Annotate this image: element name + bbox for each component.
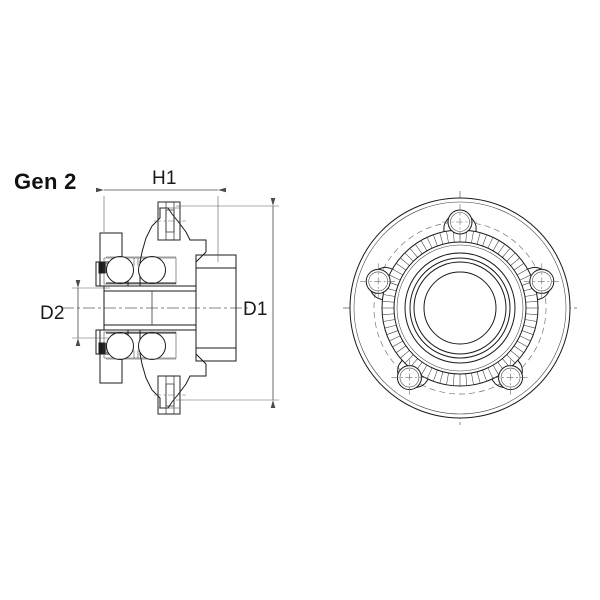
abs-tooth xyxy=(513,263,525,271)
abs-tooth xyxy=(392,340,403,348)
generation-label: Gen 2 xyxy=(14,169,77,194)
ball-bearing xyxy=(139,257,166,284)
dimension-d2: D2 xyxy=(40,280,110,346)
pilot-wall-lower xyxy=(196,308,236,361)
abs-tooth xyxy=(524,319,537,322)
abs-tooth xyxy=(492,365,500,376)
inner-ring-lower xyxy=(104,308,196,330)
pilot-bore-circle xyxy=(424,272,496,344)
inner-ring-upper xyxy=(104,286,196,308)
ball-bearing xyxy=(139,333,166,360)
abs-tooth xyxy=(383,294,396,297)
abs-tooth xyxy=(404,354,414,364)
pilot-ring-mid xyxy=(410,258,510,358)
abs-tooth xyxy=(482,369,487,382)
abs-tooth xyxy=(384,324,397,329)
abs-tooth xyxy=(383,319,396,322)
abs-tooth xyxy=(389,274,401,281)
dimension-d1: D1 xyxy=(176,198,279,408)
abs-tooth xyxy=(497,243,505,255)
abs-tooth xyxy=(404,252,414,262)
dimension-h1: H1 xyxy=(96,168,226,262)
abs-tooth xyxy=(513,345,525,353)
abs-tooth xyxy=(415,243,423,255)
cross-section-view xyxy=(62,202,250,414)
bolt-hole-chamfer xyxy=(500,367,521,388)
abs-tooth xyxy=(426,237,433,249)
abs-tooth xyxy=(452,373,455,386)
abs-tooth xyxy=(400,257,410,266)
hub-pilot-rings xyxy=(405,253,515,363)
bolt-hole-chamfer xyxy=(368,271,388,292)
abs-tooth xyxy=(502,248,511,258)
abs-tooth xyxy=(395,345,407,353)
front-elevation-view xyxy=(343,191,577,425)
abs-tooth xyxy=(519,274,531,281)
abs-tooth xyxy=(471,372,474,385)
section-lower-half xyxy=(96,308,236,414)
wheel-stud-upper xyxy=(154,202,186,240)
abs-ring-inner-edge xyxy=(396,244,524,372)
pilot-wall-upper xyxy=(196,255,236,308)
abs-tooth xyxy=(446,372,449,385)
abs-tooth xyxy=(510,257,520,266)
abs-tooth xyxy=(517,340,528,348)
section-upper-half xyxy=(96,202,236,308)
abs-tooth xyxy=(487,367,494,379)
d1-label: D1 xyxy=(243,299,268,320)
abs-tooth xyxy=(465,373,468,386)
abs-tooth xyxy=(400,350,410,359)
abs-tooth xyxy=(506,354,516,364)
abs-tooth xyxy=(487,237,494,249)
pilot-ring-outer xyxy=(405,253,515,363)
abs-tooth xyxy=(409,248,418,258)
abs-tooth xyxy=(433,369,438,382)
abs-tooth xyxy=(386,330,399,335)
abs-tooth xyxy=(523,324,536,329)
seal-block-lower xyxy=(98,342,106,354)
abs-tooth xyxy=(492,240,500,251)
bore-walls xyxy=(104,268,236,348)
pilot-ring-inner xyxy=(414,262,506,354)
abs-tooth xyxy=(439,371,444,384)
abs-tooth xyxy=(476,371,481,384)
seal-block-upper xyxy=(98,262,106,274)
abs-tooth xyxy=(524,294,537,297)
ball-bearing xyxy=(107,333,134,360)
d2-label: D2 xyxy=(40,303,65,324)
abs-tooth xyxy=(471,231,474,244)
abs-tooth xyxy=(395,263,407,271)
flange-inner-edge-circle xyxy=(353,201,567,415)
abs-tooth xyxy=(382,300,395,303)
abs-tooth xyxy=(521,330,534,335)
ball-bearing-row-upper xyxy=(103,257,177,285)
wheel-stud-lower xyxy=(154,376,186,414)
abs-tooth xyxy=(525,313,538,316)
abs-tooth xyxy=(525,300,538,303)
abs-tooth xyxy=(392,268,403,276)
bolt-hole-chamfer xyxy=(399,367,420,388)
abs-tooth xyxy=(426,367,433,379)
abs-tooth xyxy=(476,232,481,245)
abs-tooth xyxy=(439,232,444,245)
dimension-annotations: H1 D1 D2 xyxy=(40,168,279,408)
abs-tooth xyxy=(482,234,487,247)
bolt-hole-group xyxy=(360,204,560,396)
abs-tooth xyxy=(519,335,531,342)
abs-tooth xyxy=(389,335,401,342)
ball-bearing-row-lower xyxy=(103,331,177,360)
abs-tooth xyxy=(510,350,520,359)
abs-tooth xyxy=(382,313,395,316)
h1-label: H1 xyxy=(152,168,177,189)
ball-bearing xyxy=(107,257,134,284)
abs-tooth xyxy=(420,365,428,376)
bolt-hole-chamfer xyxy=(532,271,552,292)
abs-tooth xyxy=(446,231,449,244)
abs-tooth xyxy=(420,240,428,251)
abs-tooth xyxy=(433,234,438,247)
abs-tooth xyxy=(517,268,528,276)
bolt-hole-chamfer xyxy=(450,212,470,232)
abs-tooth xyxy=(506,252,516,262)
